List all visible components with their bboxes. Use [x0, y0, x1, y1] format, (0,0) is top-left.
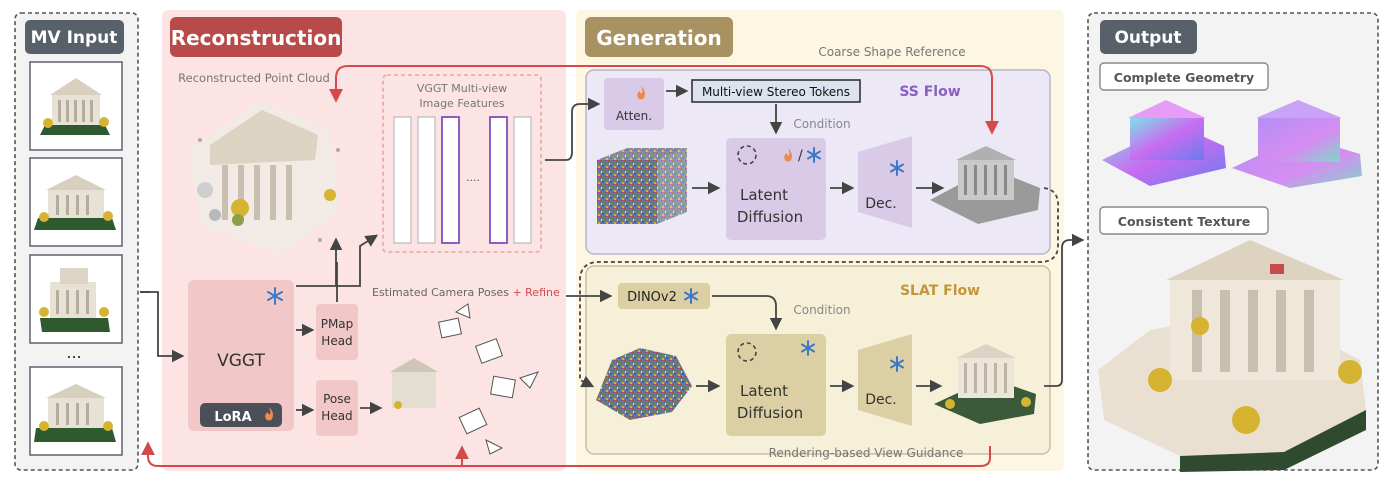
- mv-input-panel: MV Input ...: [14, 12, 139, 471]
- dinov2-label: DINOv2: [627, 290, 677, 305]
- atten-label: Atten.: [616, 109, 652, 123]
- geometry-normal-2: [1232, 100, 1362, 188]
- connectors: [140, 84, 1085, 417]
- mv-input-header: [25, 20, 124, 54]
- noise-cube: [597, 148, 687, 224]
- vggt-box: [188, 280, 294, 431]
- rendering-guidance-label: Rendering-based View Guidance: [769, 446, 964, 460]
- input-view-2: [29, 157, 123, 247]
- output-header: [1100, 20, 1197, 54]
- pmap-head-line2: Head: [321, 334, 352, 348]
- complete-geometry-badge: [1099, 62, 1269, 91]
- pose-point-cloud: [390, 358, 438, 409]
- refresh-icon: [737, 342, 757, 362]
- geometry-normal-1: [1102, 100, 1226, 186]
- latent-diffusion-ss-line2: Diffusion: [737, 208, 803, 226]
- ss-flow-title: SS Flow: [899, 84, 960, 100]
- decoder-slat-label: Dec.: [865, 392, 897, 408]
- dinov2-box: [618, 283, 710, 309]
- consistent-texture-badge: [1099, 206, 1269, 235]
- slat-flow-title: SLAT Flow: [900, 283, 980, 299]
- latent-diffusion-ss-line1: Latent: [740, 186, 788, 204]
- snowflake-icon: [684, 288, 698, 304]
- reconstruction-panel: Reconstruction Reconstructed Point Cloud…: [162, 10, 566, 471]
- noise-structure: [596, 348, 692, 420]
- point-cloud-image: [190, 100, 340, 255]
- textured-mesh: [934, 344, 1036, 424]
- vggt-label: VGGT: [217, 351, 265, 371]
- output-panel: Output Complete Geometry Consistent Text…: [1087, 12, 1379, 472]
- snowflake-icon: [890, 356, 904, 372]
- input-ellipsis: ...: [66, 343, 81, 362]
- slash-separator: /: [798, 148, 803, 164]
- input-view-1: [29, 61, 123, 151]
- mv-input-title: MV Input: [31, 28, 118, 48]
- decoder-ss-box: [858, 136, 912, 228]
- latent-diffusion-slat-line1: Latent: [740, 382, 788, 400]
- refresh-icon: [737, 145, 757, 165]
- pose-head-box: [316, 380, 358, 436]
- pmap-head-box: [316, 304, 358, 360]
- camera-poses-label: Estimated Camera Poses + Refine: [372, 286, 560, 299]
- snowflake-icon: [801, 340, 815, 356]
- feature-bars: [393, 116, 532, 244]
- snowflake-icon: [807, 147, 821, 163]
- coarse-shape-label: Coarse Shape Reference: [818, 45, 965, 59]
- decoder-slat-box: [858, 334, 912, 426]
- input-view-3: [29, 254, 123, 344]
- complete-geometry-label: Complete Geometry: [1114, 70, 1254, 85]
- pose-head-line1: Pose: [323, 392, 351, 406]
- reconstruction-title: Reconstruction: [171, 26, 342, 50]
- generation-title: Generation: [596, 26, 722, 50]
- condition-label-1: Condition: [793, 117, 850, 131]
- reconstruction-header: [170, 17, 342, 57]
- features-label-line2: Image Features: [419, 97, 505, 110]
- snowflake-icon: [890, 160, 904, 176]
- feedback-arrows: [141, 65, 999, 467]
- pose-head-line2: Head: [321, 409, 352, 423]
- generation-panel: Generation Coarse Shape Reference SS Flo…: [576, 10, 1064, 471]
- point-cloud-label: Reconstructed Point Cloud: [178, 71, 330, 85]
- pmap-head-line1: PMap: [321, 317, 354, 331]
- generation-header: [585, 17, 733, 57]
- textured-output: [1098, 240, 1366, 472]
- features-box: [382, 74, 542, 253]
- flame-icon: [265, 407, 273, 421]
- output-title: Output: [1114, 28, 1181, 48]
- stereo-tokens-label: Multi-view Stereo Tokens: [702, 85, 850, 99]
- features-label-line1: VGGT Multi-view: [417, 82, 507, 95]
- condition-label-2: Condition: [793, 303, 850, 317]
- features-ellipsis: ....: [466, 171, 480, 184]
- flame-icon: [784, 148, 792, 162]
- latent-diffusion-slat-line2: Diffusion: [737, 404, 803, 422]
- consistent-texture-label: Consistent Texture: [1118, 214, 1250, 229]
- lora-label: LoRA: [214, 410, 251, 425]
- camera-frustums: [437, 303, 539, 455]
- lora-badge: [200, 403, 282, 427]
- snowflake-icon: [267, 287, 283, 305]
- coarse-mesh: [930, 146, 1040, 224]
- input-view-4: [29, 366, 123, 456]
- decoder-ss-label: Dec.: [865, 196, 897, 212]
